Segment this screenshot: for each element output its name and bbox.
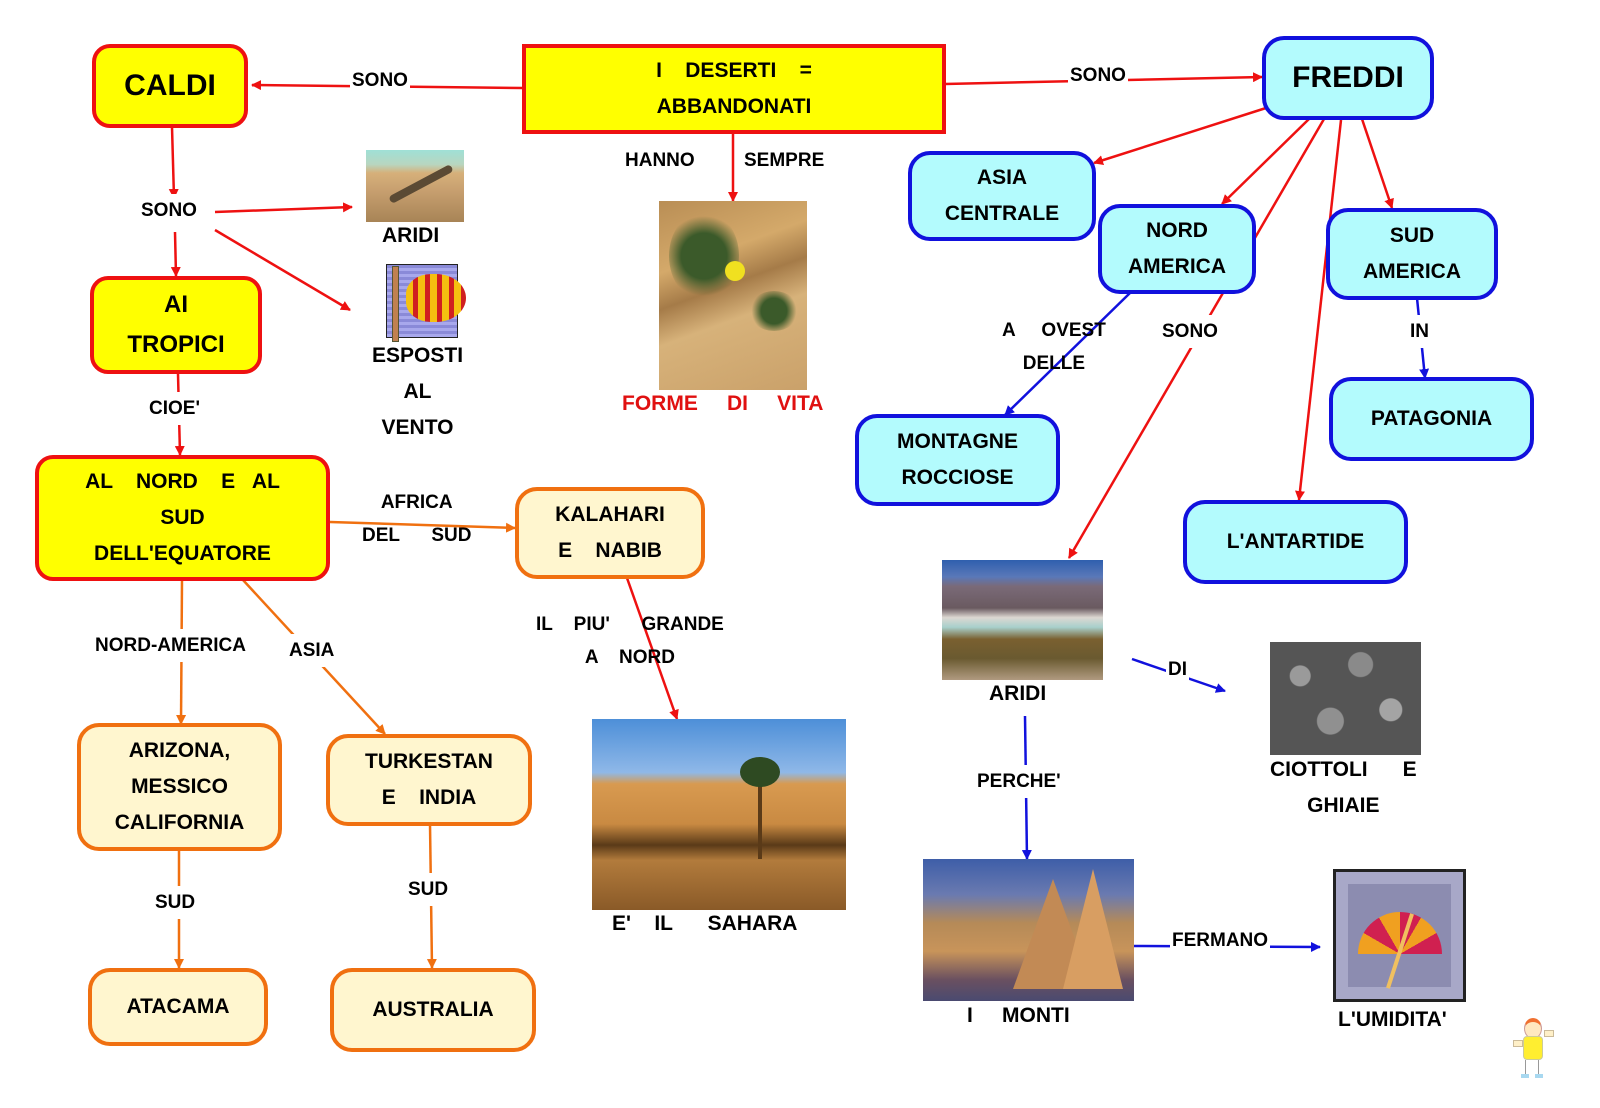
edge-caldi-sono: [168, 126, 179, 199]
windsock-icon: [384, 264, 474, 342]
node-equatore[interactable]: AL NORD E AL SUD DELL'EQUATORE: [35, 455, 330, 581]
label-il-piu-grande: IL PIU' GRANDE A NORD: [536, 614, 724, 668]
node-atacama[interactable]: ATACAMA: [88, 968, 268, 1046]
label-africa-del-sud: AFRICA DEL SUD: [362, 492, 472, 546]
label-a-ovest-delle: A OVEST DELLE: [1002, 320, 1106, 374]
gravel-image: [1270, 642, 1421, 755]
label-sono-caldi: SONO: [350, 64, 410, 97]
label-sud-left: SUD: [153, 886, 198, 919]
label-sono-aridi: SONO: [1160, 315, 1220, 348]
mascot-icon: [1510, 1014, 1556, 1078]
node-asia-centrale[interactable]: ASIA CENTRALE: [908, 151, 1096, 241]
label-nord-america-link: NORD-AMERICA: [93, 629, 248, 662]
node-sud-america[interactable]: SUD AMERICA: [1326, 208, 1498, 300]
edge-freddi-nordamerica: [1221, 118, 1310, 205]
node-ai-tropici-label: AI TROPICI: [127, 291, 225, 358]
edge-sono-esposti: [214, 228, 351, 312]
label-di: DI: [1166, 653, 1189, 686]
edge-freddi-sudamerica: [1360, 118, 1394, 209]
label-cioe: CIOE': [147, 392, 202, 425]
node-arizona-label: ARIZONA, MESSICO CALIFORNIA: [114, 739, 245, 834]
node-freddi[interactable]: FREDDI: [1262, 36, 1434, 120]
label-perche: PERCHE': [975, 765, 1063, 798]
desert-plant-image: [659, 201, 807, 390]
caption-ciottoli: CIOTTOLI E GHIAIE: [1270, 758, 1417, 817]
node-freddi-label: FREDDI: [1292, 61, 1404, 94]
label-sud-right: SUD: [406, 873, 451, 906]
node-equatore-label: AL NORD E AL SUD DELL'EQUATORE: [85, 470, 280, 565]
caption-esposti: ESPOSTI AL VENTO: [372, 344, 464, 439]
node-nord-america[interactable]: NORD AMERICA: [1098, 204, 1256, 294]
node-patagonia-label: PATAGONIA: [1370, 407, 1493, 430]
node-patagonia[interactable]: PATAGONIA: [1329, 377, 1534, 461]
label-hanno: HANNO: [625, 150, 695, 171]
label-fermano: FERMANO: [1170, 924, 1271, 957]
salt-flat-image: [942, 560, 1103, 680]
edge-freddi-antartide: [1295, 119, 1343, 501]
node-kalahari[interactable]: KALAHARI E NABIB: [515, 487, 705, 579]
node-turkestan-label: TURKESTAN E INDIA: [365, 750, 493, 809]
caption-umidita: L'UMIDITA': [1338, 1008, 1447, 1031]
root-line1: I DESERTI =: [656, 59, 812, 82]
edge-kalahari-sahara: [625, 577, 679, 720]
caption-monti: I MONTI: [967, 1004, 1070, 1027]
node-antartide-label: L'ANTARTIDE: [1226, 530, 1365, 553]
root-node[interactable]: I DESERTI = ABBANDONATI: [522, 44, 946, 134]
node-asia-centrale-label: ASIA CENTRALE: [944, 166, 1060, 225]
label-sono-caldi-down: SONO: [139, 194, 199, 227]
node-turkestan[interactable]: TURKESTAN E INDIA: [326, 734, 532, 826]
node-australia[interactable]: AUSTRALIA: [330, 968, 536, 1052]
dune-image: [366, 150, 464, 222]
root-line2: ABBANDONATI: [656, 95, 812, 118]
umbrella-icon: [1333, 869, 1466, 1002]
mountains-image: [923, 859, 1134, 1001]
edge-sono-tropici: [170, 231, 181, 277]
node-montagne-rocciose[interactable]: MONTAGNE ROCCIOSE: [855, 414, 1060, 506]
caption-forme-di-vita: FORME DI VITA: [622, 392, 824, 415]
node-antartide[interactable]: L'ANTARTIDE: [1183, 500, 1408, 584]
caption-aridi-hot: ARIDI: [382, 224, 440, 247]
label-sono-freddi: SONO: [1068, 59, 1128, 92]
caption-aridi-cold: ARIDI: [989, 682, 1047, 705]
node-kalahari-label: KALAHARI E NABIB: [555, 503, 665, 562]
edge-nordamerica-montagne: [1004, 291, 1132, 416]
node-ai-tropici[interactable]: AI TROPICI: [90, 276, 262, 374]
caption-sahara: E' IL SAHARA: [612, 912, 798, 935]
sahara-image: [592, 719, 846, 910]
node-arizona[interactable]: ARIZONA, MESSICO CALIFORNIA: [77, 723, 282, 851]
node-caldi-label: CALDI: [124, 69, 216, 102]
label-asia-link: ASIA: [287, 634, 337, 667]
edge-equatore-kalahari: [329, 520, 516, 533]
label-in: IN: [1408, 315, 1431, 348]
node-nord-america-label: NORD AMERICA: [1128, 219, 1226, 278]
label-sempre: SEMPRE: [744, 150, 825, 171]
node-sud-america-label: SUD AMERICA: [1363, 224, 1461, 283]
node-montagne-label: MONTAGNE ROCCIOSE: [897, 430, 1018, 489]
node-atacama-label: ATACAMA: [126, 995, 230, 1018]
edge-sono-aridi: [214, 202, 353, 214]
node-caldi[interactable]: CALDI: [92, 44, 248, 128]
edge-freddi-asia: [1093, 106, 1267, 166]
node-australia-label: AUSTRALIA: [372, 998, 494, 1021]
